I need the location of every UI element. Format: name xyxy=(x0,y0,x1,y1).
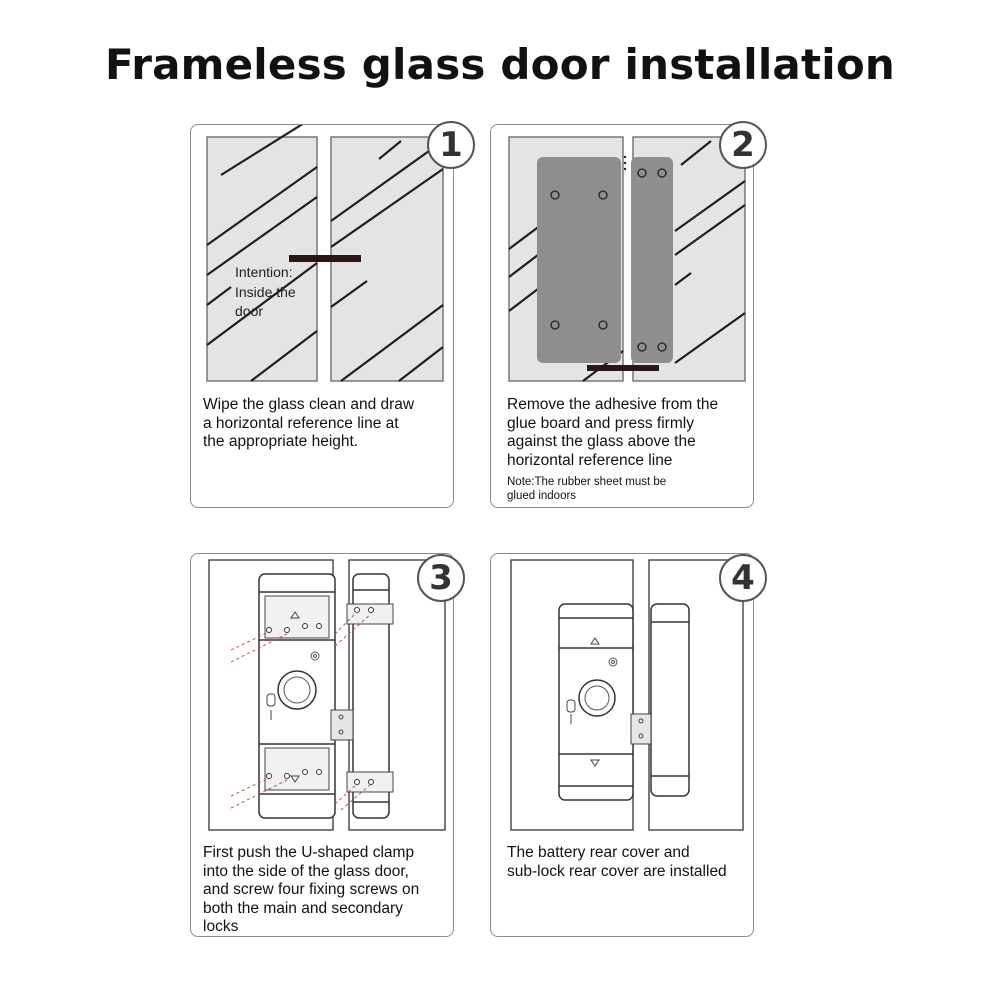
u-shaped-clamp xyxy=(330,709,354,741)
step-3-illustration xyxy=(208,559,446,831)
glass-panel-right xyxy=(348,559,446,831)
intention-label: Intention: Inside the door xyxy=(235,264,296,319)
step-4-illustration xyxy=(510,559,744,831)
lock-knob xyxy=(578,679,616,717)
step-2-badge: 2 xyxy=(719,121,767,169)
glass-panel-right xyxy=(648,559,744,831)
main-lock-top-plate xyxy=(264,595,330,639)
secondary-lock-body xyxy=(352,573,390,819)
glass-panel-right xyxy=(330,136,444,382)
step-3-card: 3 First push the U-shaped clamp into the… xyxy=(190,553,465,937)
main-glue-board xyxy=(537,157,621,363)
fixing-screws xyxy=(266,607,374,785)
step-2-description: Remove the adhesive from the glue board … xyxy=(507,396,719,469)
step-2-note: Note:The rubber sheet must be glued indo… xyxy=(507,476,667,502)
arrow-down-icon xyxy=(590,759,600,767)
gear-icon xyxy=(310,651,320,661)
arrow-up-icon xyxy=(590,637,600,645)
step-2-card: 2 Remove the adhesive from the glue boar… xyxy=(490,121,767,508)
main-lock-bottom-plate xyxy=(264,747,330,791)
step-1-card: Intention: Inside the door 1 Wipe the gl… xyxy=(190,121,475,508)
secondary-glue-board xyxy=(631,157,673,363)
reference-line xyxy=(587,365,659,371)
step-3-description: First push the U-shaped clamp into the s… xyxy=(203,844,420,935)
gap-marks xyxy=(623,155,627,171)
arrow-down-icon xyxy=(290,775,300,783)
key-slot-icon xyxy=(266,693,276,720)
reference-line xyxy=(289,255,361,262)
key-slot-icon xyxy=(566,699,576,724)
gear-icon xyxy=(608,657,618,667)
glass-panel-left xyxy=(206,125,318,382)
u-shaped-clamp xyxy=(630,713,652,745)
lock-knob xyxy=(277,670,317,710)
step-3-badge: 3 xyxy=(417,554,465,602)
step-1-badge: 1 xyxy=(427,121,475,169)
screw-guide-lines xyxy=(230,611,372,811)
step-1-illustration xyxy=(206,125,444,382)
page-title: Frameless glass door installation xyxy=(104,40,896,89)
step-1-description: Wipe the glass clean and draw a horizont… xyxy=(203,396,415,450)
step-4-card: 4 The battery rear cover and sub-lock re… xyxy=(490,553,767,937)
arrow-up-icon xyxy=(290,611,300,619)
step-4-description: The battery rear cover and sub-lock rear… xyxy=(507,844,727,880)
step-4-badge: 4 xyxy=(719,554,767,602)
step-2-illustration xyxy=(508,136,746,382)
secondary-lock-body xyxy=(650,603,690,797)
